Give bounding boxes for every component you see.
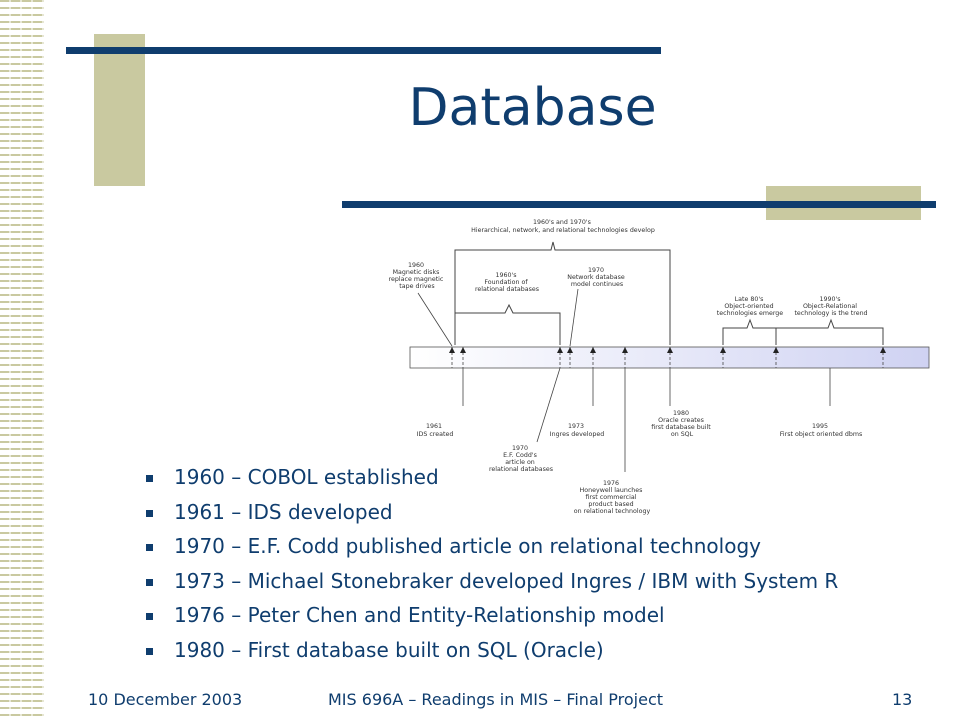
bullet-item: 1960 – COBOL established	[146, 462, 838, 497]
bullet-square-icon	[146, 647, 153, 655]
timeline-markers	[449, 347, 886, 353]
timeline-dividers	[451, 347, 884, 368]
top-label-1970-network: 1970 Network database model continues	[567, 267, 627, 288]
bottom-label-1973: 1973 Ingres developed	[550, 423, 604, 438]
bullet-square-icon	[146, 578, 153, 586]
bullet-text: 1976 – Peter Chen and Entity-Relationshi…	[174, 603, 665, 628]
bullet-item: 1961 – IDS developed	[146, 497, 838, 532]
bottom-label-1995: 1995 First object oriented dbms	[780, 423, 862, 438]
bottom-labels: 1961 IDS created 1970 E.F. Codd's articl…	[417, 410, 863, 515]
decorative-stripes	[0, 0, 44, 720]
bullet-square-icon	[146, 475, 153, 482]
title-rule-bottom	[342, 201, 936, 208]
bullet-item: 1973 – Michael Stonebraker developed Ing…	[146, 566, 838, 601]
bottom-label-1961: 1961 IDS created	[417, 423, 454, 438]
bullet-text: 1960 – COBOL established	[174, 465, 439, 489]
timeline-pointers	[417, 288, 831, 472]
database-timeline-diagram: 1960's and 1970's Hierarchical, network,…	[389, 219, 930, 515]
bullet-text: 1961 – IDS developed	[174, 499, 393, 524]
top-label-1960-disks: 1960 Magnetic disks replace magnetic tap…	[389, 262, 446, 290]
bullet-item: 1970 – E.F. Codd published article on re…	[146, 531, 838, 566]
bullet-item: 1980 – First database built on SQL (Orac…	[146, 635, 838, 670]
bullet-item: 1976 – Peter Chen and Entity-Relationshi…	[146, 600, 838, 635]
bottom-label-1980: 1980 Oracle creates first database built…	[651, 410, 712, 438]
title-rule-top	[66, 47, 661, 54]
bullet-text: 1980 – First database built on SQL (Orac…	[174, 637, 604, 662]
top-labels: 1960's and 1970's Hierarchical, network,…	[389, 219, 868, 317]
bottom-label-1970-codd: 1970 E.F. Codd's article on relational d…	[489, 445, 553, 473]
top-label-late-80s: Late 80's Object-oriented technologies e…	[717, 296, 784, 317]
timeline-bar	[409, 346, 930, 369]
bullet-square-icon	[146, 509, 153, 517]
bottom-label-1976: 1976 Honeywell launches first commercial…	[574, 480, 651, 515]
bullet-square-icon	[146, 544, 153, 552]
timeline-braces	[454, 241, 884, 345]
footer-date: 10 December 2003	[88, 690, 243, 709]
bullet-list: 1960 – COBOL established 1961 – IDS deve…	[146, 462, 838, 670]
footer-course: MIS 696A – Readings in MIS – Final Proje…	[328, 690, 664, 709]
bullet-square-icon	[146, 613, 153, 621]
bullet-text: 1970 – E.F. Codd published article on re…	[174, 534, 761, 559]
accent-block-left	[94, 34, 145, 186]
footer-page-number: 13	[892, 690, 913, 709]
top-label-1990s: 1990's Object-Relational technology is t…	[794, 296, 867, 317]
bullet-text: 1973 – Michael Stonebraker developed Ing…	[174, 568, 839, 593]
slide-title: Database	[408, 78, 657, 138]
top-label-1960s-1970s: 1960's and 1970's Hierarchical, network,…	[471, 219, 655, 234]
top-label-1960s-relational: 1960's Foundation of relational database…	[475, 272, 539, 293]
